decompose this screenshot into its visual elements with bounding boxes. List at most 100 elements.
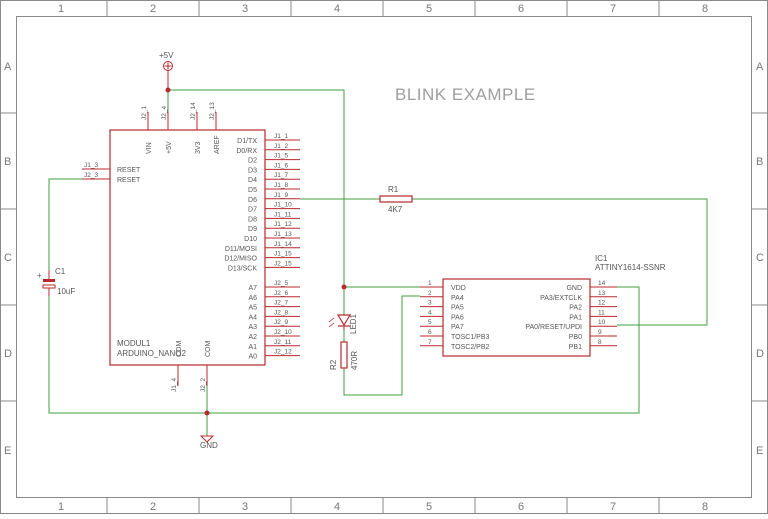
module1-right-pin-name: D12/MISO [224,256,257,263]
ic1-left-pin-name: PA5 [451,305,464,312]
module1-right-pin-num: J2_9 [274,319,288,326]
module1-left-pin-name: RESET [117,167,141,174]
ic1-value: ATTINY1614-SSNR [595,263,666,272]
ic1-right-pin-num: 13 [598,290,606,297]
ic1-name: IC1 [595,254,608,263]
grid-col-bottom-8: 8 [702,501,708,513]
grid-col-bottom-4: 4 [334,501,340,513]
grid-row-left-D: D [4,348,12,360]
module1-right-pin-name: A7 [248,285,257,292]
wire-pa4 [343,295,420,396]
ic1-left-pin-name: PA7 [451,324,464,331]
module1-right-pin-num: J1_2 [274,143,288,150]
ic1-right-pin-name: PA3/EXTCLK [540,295,582,302]
capacitor-c1: + C1 10uF [37,267,75,296]
module1-right-pin-num: J1_10 [274,202,292,209]
module1-right-pin-num: J1_7 [274,172,288,179]
module1-top-pin-num: J2_13 [209,102,216,120]
ic1-left-pin-name: TOSC2/PB2 [451,344,489,351]
module1-right-pin-num: J1_6 [274,162,288,169]
ic1-left-pin-name: VDD [451,285,466,292]
ic1-right-pin-num: 11 [598,309,605,316]
wire-updi [412,198,708,326]
module1-top-pin-num: J2_4 [161,106,168,120]
module1-bottom-pin-name: COM [176,341,183,358]
module1-right-pin-name: D4 [248,177,257,184]
ic1-right-pin-name: PB0 [569,334,582,341]
ground-label: GND [200,441,218,450]
module1-right-pin-name: A5 [248,305,257,312]
r2-name: R2 [329,359,338,370]
module1-top-pin-name: VIN [146,142,153,154]
grid-row-right-B: B [756,156,763,168]
module1-right-pin-name: A6 [248,295,257,302]
module1-right-pin-num: J2_10 [274,329,292,336]
module1-right-pin-num: J2_6 [274,290,288,297]
grid-col-top-6: 6 [518,3,524,15]
ic1-right-pin-num: 14 [598,280,606,287]
grid-col-top-8: 8 [702,3,708,15]
module1-right-pin-name: D8 [248,216,257,223]
grid-col-bottom-7: 7 [610,501,616,513]
ic1-left-pin-num: 6 [428,329,432,336]
module1-right-pin-num: J1_12 [274,221,292,228]
c1-value: 10uF [57,287,75,296]
module1-right-pin-num: J1_14 [274,241,292,248]
grid-col-top-3: 3 [242,3,248,15]
grid-col-bottom-3: 3 [242,501,248,513]
grid-col-top-2: 2 [150,3,156,15]
ic1-right-pin-name: PA2 [569,305,582,312]
ic1-right-pin-num: 10 [598,319,606,326]
module1-right-pin-name: A2 [248,334,257,341]
module1-right-pin-name: A4 [248,314,257,321]
ic1-right-pin-name: PA1 [569,314,582,321]
ic1-right-pin-num: 9 [598,329,602,336]
module1-right-pin-num: J2_12 [274,349,292,356]
module1-right-pin-name: A3 [248,324,257,331]
module1-left-pin-num: J1_3 [84,162,98,169]
module1-right-pin-name: D6 [248,197,257,204]
led-led1: LED1 [328,313,358,334]
module1-right-pin-num: J1_5 [274,153,288,160]
module1-top-pin-name: 3V3 [195,141,202,154]
module1-right-pin-num: J2_8 [274,309,288,316]
module1-value: ARDUINO_NANO2 [117,349,186,358]
grid-col-top-5: 5 [426,3,432,15]
r1-value: 4K7 [388,205,403,214]
module1-right-pin-name: D2 [248,158,257,165]
grid-col-bottom-2: 2 [150,501,156,513]
ic-attiny1614: 1VDD2PA43PA54PA65PA76TOSC1/PB37TOSC2/PB2… [420,254,666,357]
wire-5v [168,89,420,288]
resistor-r1: R1 4K7 [379,185,413,214]
module1-right-pin-num: J1_9 [274,192,288,199]
module1-right-pin-name: D7 [248,207,257,214]
grid-col-bottom-6: 6 [518,501,524,513]
ic1-right-pin-name: PA0/RESET/UPDI [525,324,582,331]
ic1-left-pin-name: TOSC1/PB3 [451,334,489,341]
wire-gnd [48,286,640,414]
module1-right-pin-num: J1_13 [274,231,292,238]
module1-right-pin-num: J2_7 [274,300,288,307]
module1-right-pin-num: J2_11 [274,339,292,346]
grid-col-top-1: 1 [58,3,64,15]
module1-left-pin-name: RESET [117,177,141,184]
grid-row-right-C: C [756,252,764,264]
ic1-right-pin-name: GND [566,285,582,292]
module1-right-pin-name: A1 [248,344,257,351]
ground-symbol: GND [199,435,218,450]
grid-row-left-A: A [4,61,12,73]
module1-right-pin-num: J1_1 [274,133,288,140]
grid-col-bottom-5: 5 [426,501,432,513]
module1-bottom-pin-num: J2_2 [200,378,207,392]
module1-right-pin-num: J1_8 [274,182,288,189]
module1-right-pin-num: J2_5 [274,280,288,287]
grid-row-left-C: C [4,252,12,264]
ic1-left-pin-num: 7 [428,339,432,346]
r1-name: R1 [388,185,399,194]
module1-top-pin-name: +5V [166,141,173,154]
module1-right-pin-num: J2_15 [274,260,292,267]
module1-right-pin-num: J1_15 [274,251,292,258]
module1-right-pin-name: D3 [248,167,257,174]
led1-name: LED1 [349,313,358,334]
